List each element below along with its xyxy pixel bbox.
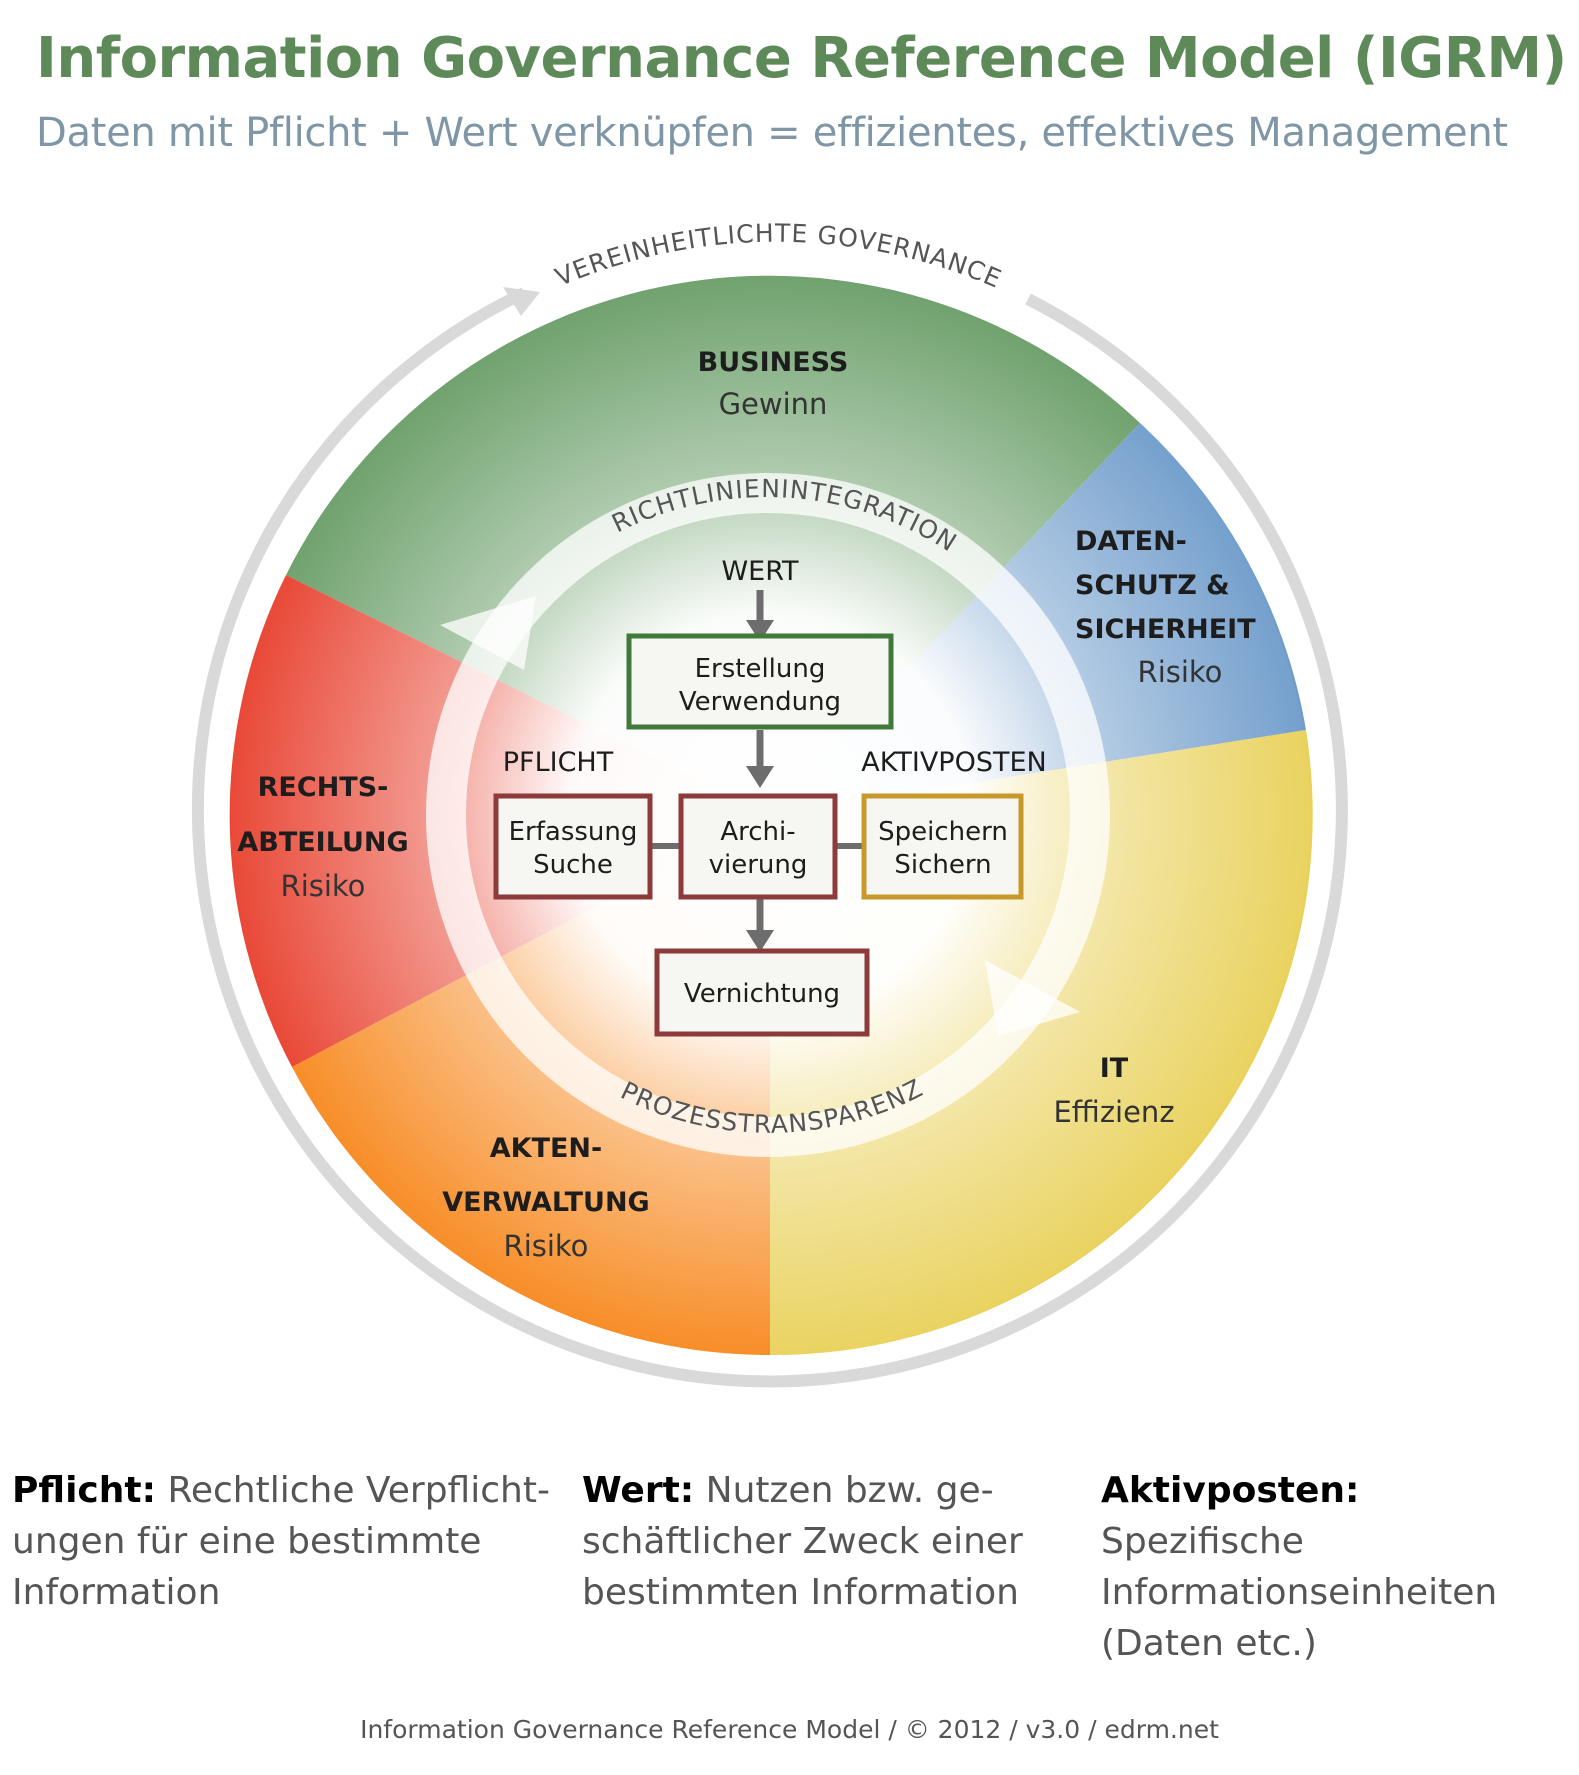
segment-label-akten: AKTEN- VERWALTUNG Risiko — [442, 1133, 649, 1263]
legend-aktivposten: Aktivposten: Spezifische Informationsein… — [1101, 1465, 1571, 1669]
footer-credit: Information Governance Reference Model /… — [360, 1715, 1219, 1744]
flow-arrows — [651, 590, 862, 952]
svg-text:Risiko: Risiko — [1138, 655, 1223, 689]
svg-text:Suche: Suche — [533, 850, 613, 880]
svg-text:Verwendung: Verwendung — [679, 687, 841, 717]
svg-text:IT: IT — [1100, 1053, 1129, 1084]
svg-text:SICHERHEIT: SICHERHEIT — [1075, 614, 1256, 645]
svg-text:DATEN-: DATEN- — [1075, 526, 1187, 557]
outer-ring-left-arc — [191, 287, 1348, 1388]
legend-pflicht-desc: Rechtliche Verpflicht-ungen für eine bes… — [12, 1470, 550, 1613]
segment-label-it: IT Effizienz — [1053, 1053, 1174, 1129]
box-erstellung: Erstellung Verwendung — [626, 633, 894, 730]
svg-text:Vernichtung: Vernichtung — [684, 979, 840, 1009]
svg-text:RECHTS-: RECHTS- — [258, 772, 389, 803]
legend-wert-desc: Nutzen bzw. ge-schäftlicher Zweck einer … — [582, 1470, 1023, 1613]
svg-text:Erfassung: Erfassung — [509, 817, 638, 847]
legend-aktivposten-term: Aktivposten: — [1101, 1470, 1360, 1511]
box-erfassung: Erfassung Suche — [493, 793, 653, 900]
svg-text:Effizienz: Effizienz — [1053, 1095, 1174, 1129]
svg-text:vierung: vierung — [709, 850, 808, 880]
segment-label-rechts: RECHTS- ABTEILUNG Risiko — [237, 772, 408, 903]
box-vernichtung: Vernichtung — [654, 948, 870, 1037]
inner-ring-arrowhead-left — [440, 596, 536, 670]
svg-text:SCHUTZ &: SCHUTZ & — [1075, 570, 1230, 601]
box-archivierung: Archi- vierung — [678, 793, 838, 900]
wert-label: WERT — [721, 556, 799, 587]
svg-text:Sichern: Sichern — [894, 850, 991, 880]
svg-text:VERWALTUNG: VERWALTUNG — [442, 1187, 649, 1218]
svg-text:Speichern: Speichern — [878, 817, 1008, 847]
svg-text:Erstellung: Erstellung — [695, 654, 826, 684]
inner-cycle-ring — [426, 473, 1110, 1157]
legend-wert: Wert: Nutzen bzw. ge-schäftlicher Zweck … — [582, 1465, 1102, 1618]
legend-aktivposten-desc: Spezifische Informationseinheiten (Daten… — [1101, 1521, 1498, 1664]
aktivposten-label: AKTIVPOSTEN — [861, 747, 1046, 778]
page-subtitle: Daten mit Pflicht + Wert verknüpfen = ef… — [36, 110, 1508, 156]
pflicht-label: PFLICHT — [503, 747, 614, 778]
legend-wert-term: Wert: — [582, 1470, 695, 1511]
box-speichern: Speichern Sichern — [861, 793, 1024, 900]
legend-pflicht: Pflicht: Rechtliche Verpflicht-ungen für… — [12, 1465, 572, 1618]
legend-pflicht-term: Pflicht: — [12, 1470, 156, 1511]
svg-text:Archi-: Archi- — [720, 817, 795, 847]
svg-text:ABTEILUNG: ABTEILUNG — [237, 827, 408, 858]
svg-text:AKTEN-: AKTEN- — [490, 1133, 602, 1164]
page-title: Information Governance Reference Model (… — [36, 26, 1567, 91]
svg-text:BUSINESS: BUSINESS — [698, 347, 849, 378]
segment-label-datenschutz: DATEN- SCHUTZ & SICHERHEIT Risiko — [1075, 526, 1256, 689]
inner-ring-arrowhead-right — [985, 960, 1080, 1036]
segment-label-business: BUSINESS Gewinn — [698, 347, 849, 421]
igrm-diagram: VEREINHEITLICHTE GOVERNANCE RICHTLINIENI… — [191, 219, 1348, 1388]
outer-ring-arrowhead — [503, 287, 540, 316]
svg-text:Risiko: Risiko — [504, 1229, 589, 1263]
svg-text:Gewinn: Gewinn — [719, 387, 828, 421]
svg-text:Risiko: Risiko — [281, 869, 366, 903]
